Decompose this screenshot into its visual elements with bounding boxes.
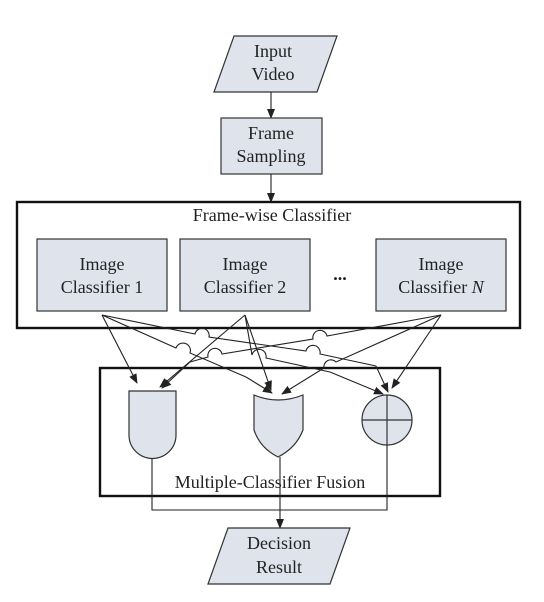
- wire-c1-to-and: [101, 314, 138, 384]
- wire-cn-to-sum: [391, 314, 442, 389]
- framewise-classifier-title: Frame-wise Classifier: [193, 205, 351, 225]
- wire-c1-to-or-b: [245, 376, 273, 394]
- fusion-group-title: Multiple-Classifier Fusion: [175, 472, 366, 492]
- wire-c1-to-sum-b: [375, 365, 389, 393]
- wire-c2-to-sum-b: [329, 371, 384, 395]
- image-classifier-1-line1: Image: [80, 254, 125, 274]
- wire-and-output: [151, 459, 280, 511]
- image-classifier-n: Image Classifier N: [375, 238, 507, 312]
- image-classifier-2: Image Classifier 2: [179, 238, 311, 312]
- wire-c1-to-sum-a: [101, 314, 377, 367]
- wire-cn-to-and-a: [189, 314, 442, 363]
- frame-sampling-node: Frame Sampling: [220, 117, 323, 175]
- image-classifier-n-line2: Classifier N: [398, 277, 485, 297]
- decision-result-label-line1: Decision: [247, 533, 311, 553]
- decision-result-node: Decision Result: [207, 527, 351, 585]
- framewise-classifier-group: Frame-wise Classifier: [15, 200, 522, 330]
- image-classifier-2-line1: Image: [223, 254, 268, 274]
- image-classifier-n-line1: Image: [419, 254, 464, 274]
- circled-plus-icon: [361, 394, 413, 446]
- or-gate-icon: [253, 394, 304, 458]
- input-video-label-line2: Video: [252, 64, 295, 84]
- image-classifier-2-line2: Classifier 2: [204, 277, 287, 297]
- wire-cn-to-or-a: [323, 314, 442, 369]
- image-classifier-1-line2: Classifier 1: [61, 277, 144, 297]
- input-video-node: Input Video: [213, 35, 338, 93]
- wire-sum-output: [280, 445, 388, 511]
- wire-cn-to-or-b: [281, 367, 325, 395]
- image-classifier-1: Image Classifier 1: [36, 238, 168, 312]
- ellipsis: ...: [333, 264, 347, 284]
- wire-c2-to-sum-a: [244, 314, 331, 373]
- input-video-label-line1: Input: [254, 41, 292, 61]
- decision-result-label-line2: Result: [256, 557, 302, 577]
- wire-cn-to-and-b: [161, 361, 191, 389]
- classifier-to-gate-wires: [101, 314, 442, 395]
- and-gate-icon: [128, 390, 177, 460]
- fusion-group: Multiple-Classifier Fusion: [98, 366, 442, 498]
- frame-sampling-label-line2: Sampling: [236, 146, 305, 166]
- wire-c2-to-or: [244, 314, 272, 391]
- wire-c1-to-or-a: [101, 314, 247, 378]
- fusion-output-wires: [151, 445, 388, 529]
- frame-sampling-label-line1: Frame: [248, 123, 294, 143]
- wire-c2-to-and: [159, 314, 246, 388]
